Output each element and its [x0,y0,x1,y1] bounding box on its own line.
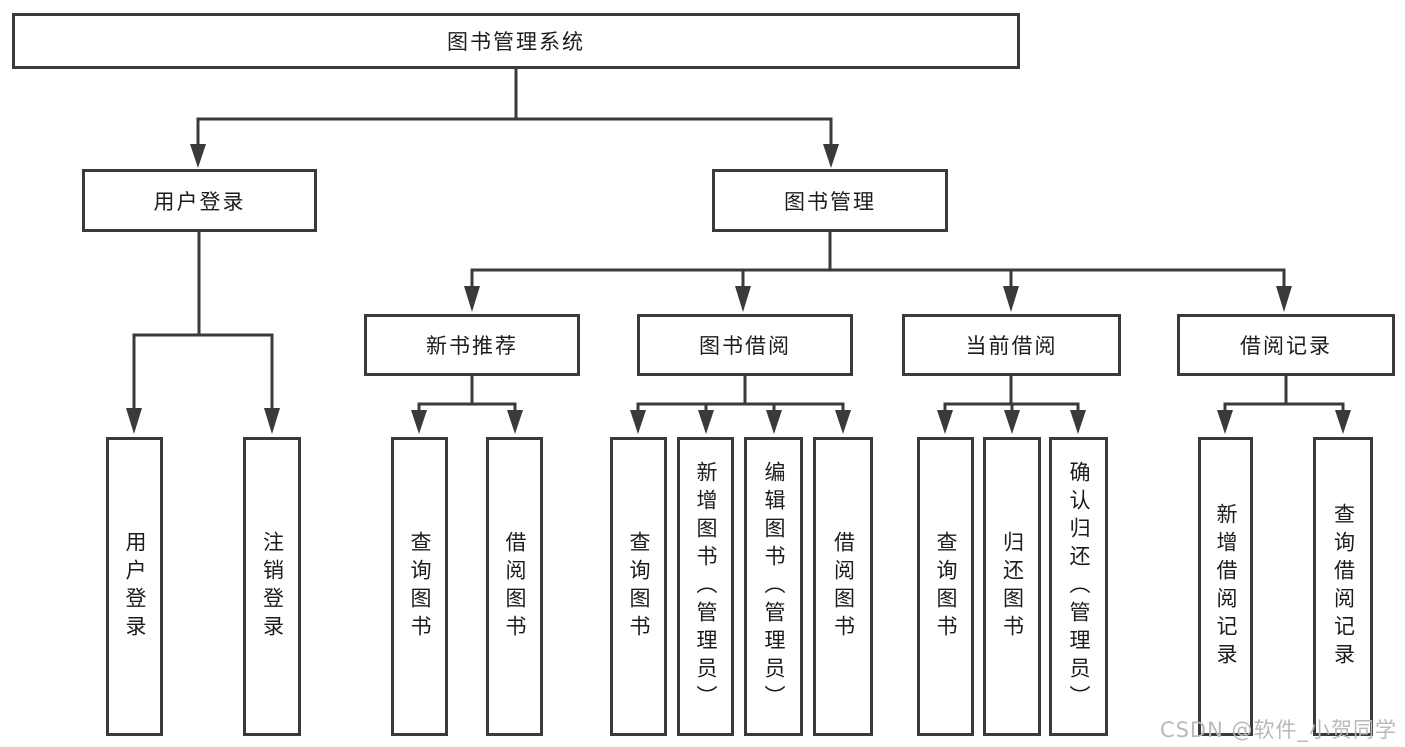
node-new-book-recommend: 新书推荐 [364,314,580,376]
leaf-borrow-book-1-label: 借阅图书 [503,530,527,643]
leaf-query-book-2-label: 查询图书 [627,530,651,643]
node-user-login: 用户登录 [82,169,317,232]
csdn-watermark: CSDN @软件_小贺同学 [1159,718,1397,742]
leaf-logout-label: 注销登录 [260,530,285,643]
leaf-query-book-2: 查询图书 [610,437,667,736]
leaf-return-book: 归还图书 [983,437,1041,736]
leaf-confirm-return-admin-label: 确认归还（管理员） [1067,460,1091,713]
leaf-query-borrow-record: 查询借阅记录 [1313,437,1373,736]
leaf-add-book-admin-label: 新增图书（管理员） [694,460,718,713]
node-root-system-label: 图书管理系统 [447,30,585,54]
leaf-return-book-label: 归还图书 [1000,530,1025,643]
node-current-borrow-label: 当前借阅 [965,334,1058,358]
leaf-user-login-label: 用户登录 [123,530,147,643]
edge-mgmt-to-level3 [464,232,1292,312]
edge-newbook-to-leaves [411,376,523,434]
node-book-borrow: 图书借阅 [637,314,853,376]
node-new-book-recommend-label: 新书推荐 [426,334,518,358]
leaf-user-login: 用户登录 [106,437,163,736]
node-user-login-label: 用户登录 [153,189,246,214]
node-book-management-label: 图书管理 [784,189,876,214]
leaf-query-book-3-label: 查询图书 [934,530,958,643]
edge-current-to-leaves [937,376,1086,434]
leaf-borrow-book-1: 借阅图书 [486,437,543,736]
node-book-management: 图书管理 [712,169,948,232]
leaf-confirm-return-admin: 确认归还（管理员） [1049,437,1108,736]
leaf-add-book-admin: 新增图书（管理员） [677,437,734,736]
node-current-borrow: 当前借阅 [902,314,1121,376]
leaf-add-borrow-record: 新增借阅记录 [1198,437,1253,736]
edge-login-to-leaves [126,232,280,434]
leaf-edit-book-admin-label: 编辑图书（管理员） [762,460,786,713]
edge-history-to-leaves [1217,376,1351,434]
node-root-system: 图书管理系统 [12,13,1020,69]
node-borrow-history-label: 借阅记录 [1240,334,1332,358]
leaf-query-book-1: 查询图书 [391,437,448,736]
leaf-query-book-1-label: 查询图书 [408,530,432,643]
edge-borrow-to-leaves [630,376,851,434]
node-book-borrow-label: 图书借阅 [699,334,791,358]
edge-root-to-level2 [190,69,839,168]
leaf-query-book-3: 查询图书 [917,437,974,736]
leaf-edit-book-admin: 编辑图书（管理员） [744,437,803,736]
node-borrow-history: 借阅记录 [1177,314,1395,376]
leaf-borrow-book-2-label: 借阅图书 [831,530,856,643]
leaf-add-borrow-record-label: 新增借阅记录 [1214,502,1238,671]
leaf-borrow-book-2: 借阅图书 [813,437,873,736]
leaf-logout: 注销登录 [243,437,301,736]
leaf-query-borrow-record-label: 查询借阅记录 [1331,502,1356,671]
